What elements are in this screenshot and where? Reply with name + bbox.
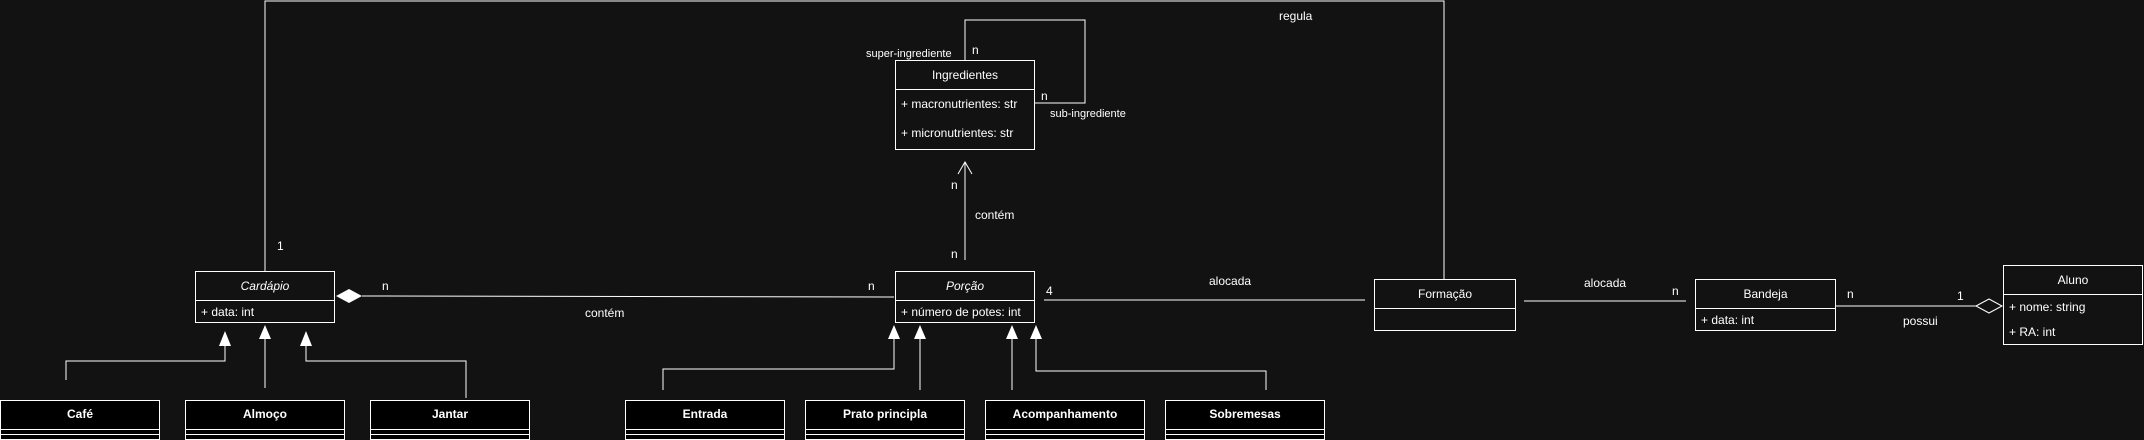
label-contem-n-bottom: n — [951, 247, 958, 261]
label-bandeja-n-right: n — [1847, 287, 1854, 301]
label-aluno-1: 1 — [1957, 289, 1964, 303]
subclass-prato-divider — [806, 430, 964, 435]
subclass-jantar[interactable]: Jantar — [370, 400, 530, 440]
label-alocada-1: alocada — [1209, 274, 1252, 288]
class-aluno[interactable]: Aluno + nome: string + RA: int — [2003, 265, 2143, 345]
label-porcao-4: 4 — [1046, 284, 1053, 298]
gen-arrowhead-sobremesas — [1030, 325, 1042, 339]
subclass-acompanhamento[interactable]: Acompanhamento — [985, 400, 1145, 440]
self-association — [964, 19, 1086, 104]
subclass-cafe[interactable]: Café — [0, 400, 160, 440]
subclass-prato-title: Prato principla — [806, 401, 964, 430]
open-arrowhead — [957, 161, 973, 175]
class-porcao[interactable]: Porção + número de potes: int — [895, 271, 1035, 323]
class-cardapio[interactable]: Cardápio + data: int — [195, 271, 335, 323]
label-bandeja-n-left: n — [1672, 284, 1679, 298]
attr-cardapio-data: + data: int — [201, 305, 255, 319]
label-self-n-right: n — [1041, 89, 1048, 103]
subclass-acompanhamento-title: Acompanhamento — [986, 401, 1144, 430]
subclass-sobremesas[interactable]: Sobremesas — [1165, 400, 1325, 440]
label-contem-vertical: contém — [975, 208, 1015, 222]
subclass-sobremesas-divider — [1166, 430, 1324, 435]
attr-nome: + nome: string — [2009, 300, 2086, 314]
attr-macronutrientes: + macronutrientes: str — [901, 97, 1018, 111]
class-aluno-title: Aluno — [2004, 266, 2142, 295]
gen-arrowhead-jantar — [300, 331, 312, 346]
class-bandeja[interactable]: Bandeja + data: int — [1695, 279, 1836, 331]
gen-arrowhead-entrada — [888, 325, 900, 339]
attr-bandeja-data: + data: int — [1701, 313, 1755, 327]
gen-arrowhead-acomp — [1006, 325, 1018, 339]
subclass-sobremesas-title: Sobremesas — [1166, 401, 1324, 430]
class-formacao[interactable]: Formação — [1374, 279, 1516, 331]
class-ingredientes[interactable]: Ingredientes + macronutrientes: str + mi… — [895, 60, 1035, 150]
class-cardapio-title: Cardápio — [196, 272, 334, 301]
class-ingredientes-title: Ingredientes — [896, 61, 1034, 90]
gen-arrowhead-almoco — [259, 325, 271, 339]
attr-ra: + RA: int — [2009, 325, 2056, 339]
attr-micronutrientes: + micronutrientes: str — [901, 126, 1014, 140]
subclass-acompanhamento-divider — [986, 430, 1144, 435]
class-porcao-title: Porção — [896, 272, 1034, 301]
attr-numero-potes: + número de potes: int — [901, 305, 1021, 319]
label-cardapio-n: n — [382, 279, 389, 293]
subclass-almoco-title: Almoço — [186, 401, 344, 430]
aggregation-diamond — [1974, 298, 2004, 314]
regula-association — [264, 0, 1445, 279]
class-formacao-title: Formação — [1375, 280, 1515, 309]
gen-cafe — [65, 342, 226, 380]
class-bandeja-title: Bandeja — [1696, 280, 1835, 309]
label-possui: possui — [1903, 314, 1938, 328]
gen-sobremesas — [1035, 336, 1267, 390]
gen-arrowhead-prato — [914, 325, 926, 339]
subclass-almoco[interactable]: Almoço — [185, 400, 345, 440]
label-porcao-n: n — [868, 279, 875, 293]
gen-jantar — [305, 342, 467, 398]
composition-diamond — [336, 289, 362, 303]
composition-line — [361, 295, 895, 298]
subclass-entrada-divider — [626, 430, 784, 435]
subclass-jantar-title: Jantar — [371, 401, 529, 430]
label-contem-horizontal: contém — [585, 306, 625, 320]
subclass-almoco-divider — [186, 430, 344, 435]
label-contem-n-top: n — [951, 178, 958, 192]
label-self-n-top: n — [972, 43, 979, 57]
gen-entrada — [662, 336, 895, 390]
subclass-cafe-divider — [1, 430, 159, 435]
label-regula: regula — [1279, 9, 1313, 23]
label-super-ingrediente: super-ingrediente — [866, 48, 952, 60]
subclass-prato-principal[interactable]: Prato principla — [805, 400, 965, 440]
subclass-entrada[interactable]: Entrada — [625, 400, 785, 440]
subclass-cafe-title: Café — [1, 401, 159, 430]
label-regula-mult: 1 — [277, 239, 284, 253]
label-sub-ingrediente: sub-ingrediente — [1050, 108, 1126, 120]
subclass-jantar-divider — [371, 430, 529, 435]
label-alocada-2: alocada — [1584, 276, 1627, 290]
gen-arrowhead-cafe — [219, 331, 231, 346]
subclass-entrada-title: Entrada — [626, 401, 784, 430]
